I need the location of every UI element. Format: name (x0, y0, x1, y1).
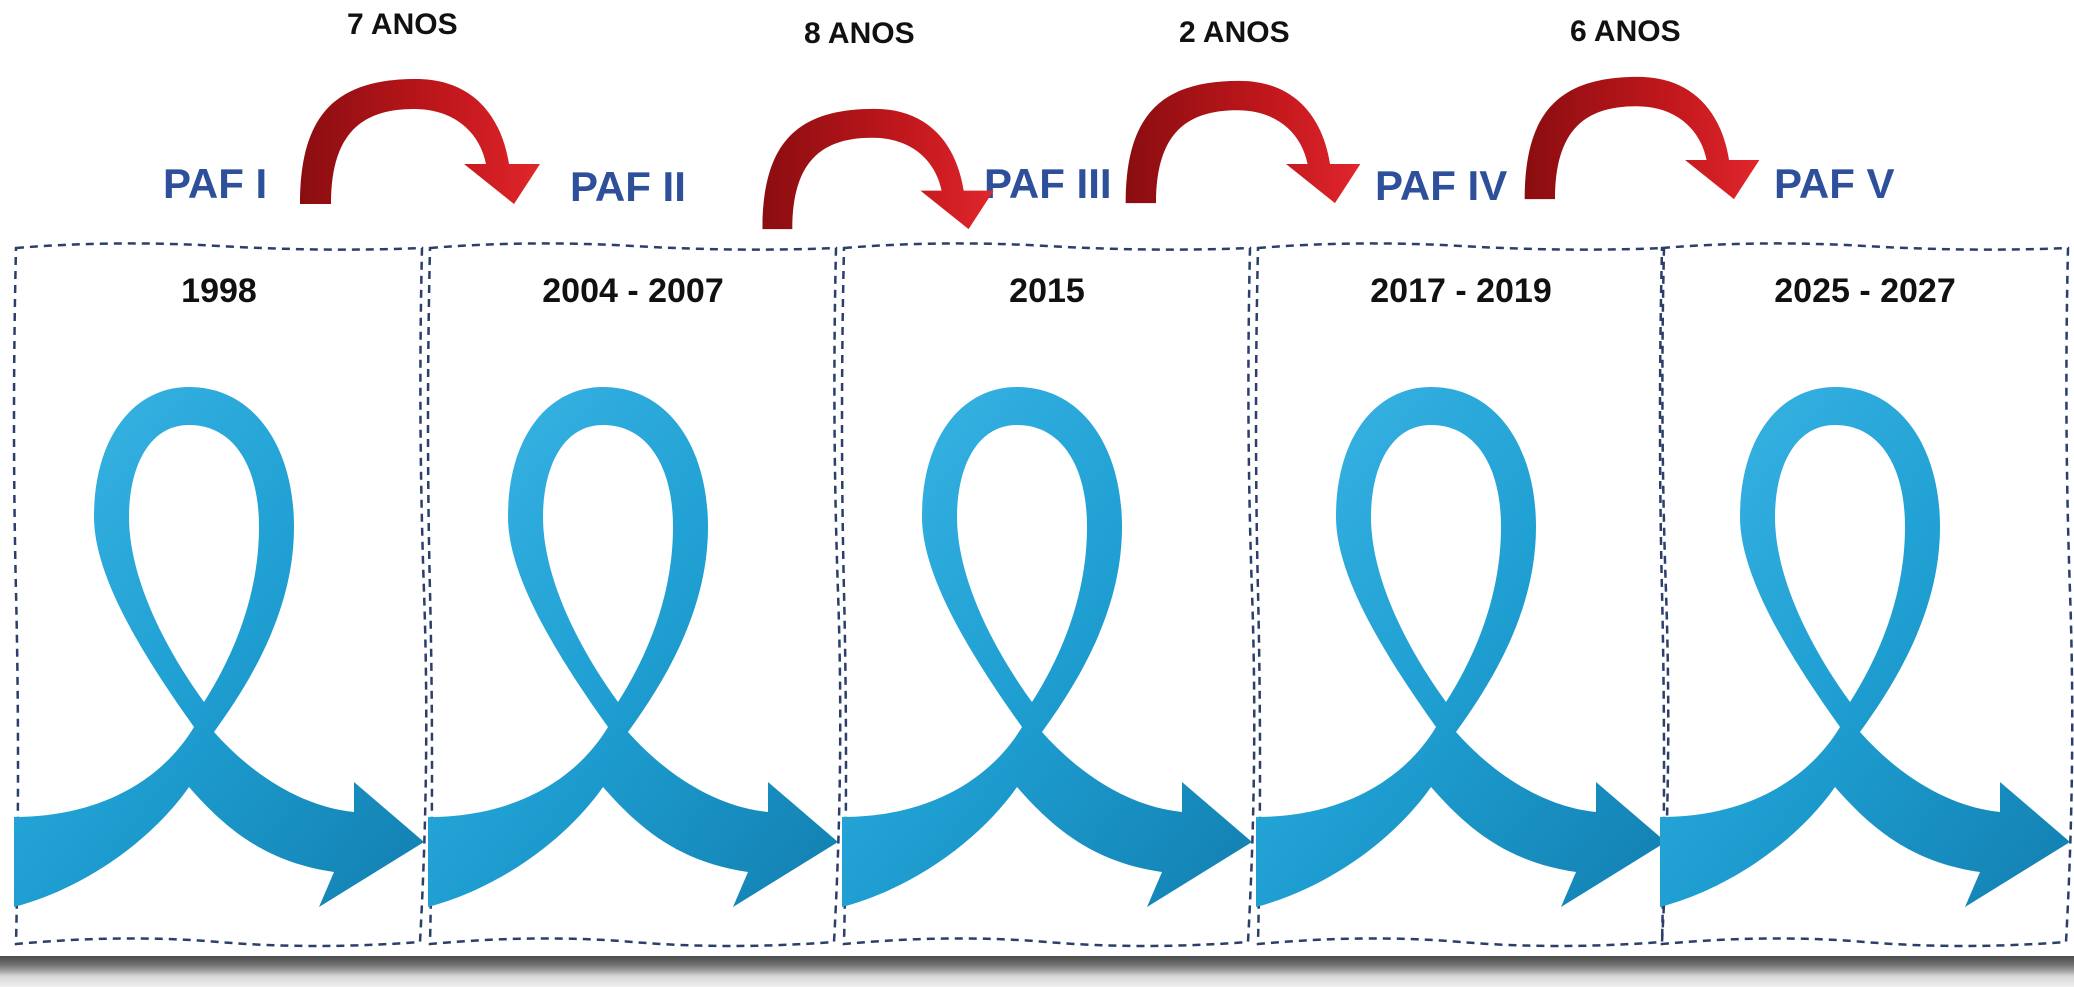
dashed-border (1254, 242, 1670, 948)
year-label: 1998 (181, 272, 257, 310)
curved-arrow-icon (1524, 76, 1760, 200)
dashed-border (840, 242, 1256, 948)
year-label: 2015 (1009, 272, 1085, 310)
paf-label: PAF II (570, 163, 686, 210)
gap-label: 7 ANOS (347, 8, 458, 41)
curved-arrow-icon (300, 79, 540, 204)
timeline-panel: 2004 - 2007 (426, 242, 842, 948)
baseline-bar (0, 956, 2074, 987)
paf-label: PAF III (984, 160, 1112, 207)
timeline-panel: 2015 (840, 242, 1256, 948)
awareness-ribbon-arrow-icon (1256, 387, 1666, 947)
paf-label: PAF I (163, 160, 268, 207)
awareness-ribbon-arrow-icon (428, 387, 838, 947)
gap-label: 6 ANOS (1570, 15, 1681, 48)
dashed-border (1658, 242, 2074, 948)
gap-label: 2 ANOS (1179, 16, 1290, 49)
curved-arrow-icon (762, 108, 994, 230)
dashed-border (12, 242, 428, 948)
curved-arrow-icon (1125, 80, 1361, 204)
timeline-panel: 2025 - 2027 (1658, 242, 2074, 948)
year-label: 2025 - 2027 (1774, 272, 1956, 310)
awareness-ribbon-arrow-icon (14, 387, 424, 947)
year-label: 2004 - 2007 (542, 272, 724, 310)
awareness-ribbon-arrow-icon (842, 387, 1252, 947)
paf-label: PAF IV (1375, 162, 1508, 209)
gap-label: 8 ANOS (804, 17, 915, 50)
paf-label: PAF V (1774, 160, 1895, 207)
dashed-border (426, 242, 842, 948)
year-label: 2017 - 2019 (1370, 272, 1552, 310)
awareness-ribbon-arrow-icon (1660, 387, 2070, 947)
timeline-panel: 1998 (12, 242, 428, 948)
timeline-panel: 2017 - 2019 (1254, 242, 1670, 948)
